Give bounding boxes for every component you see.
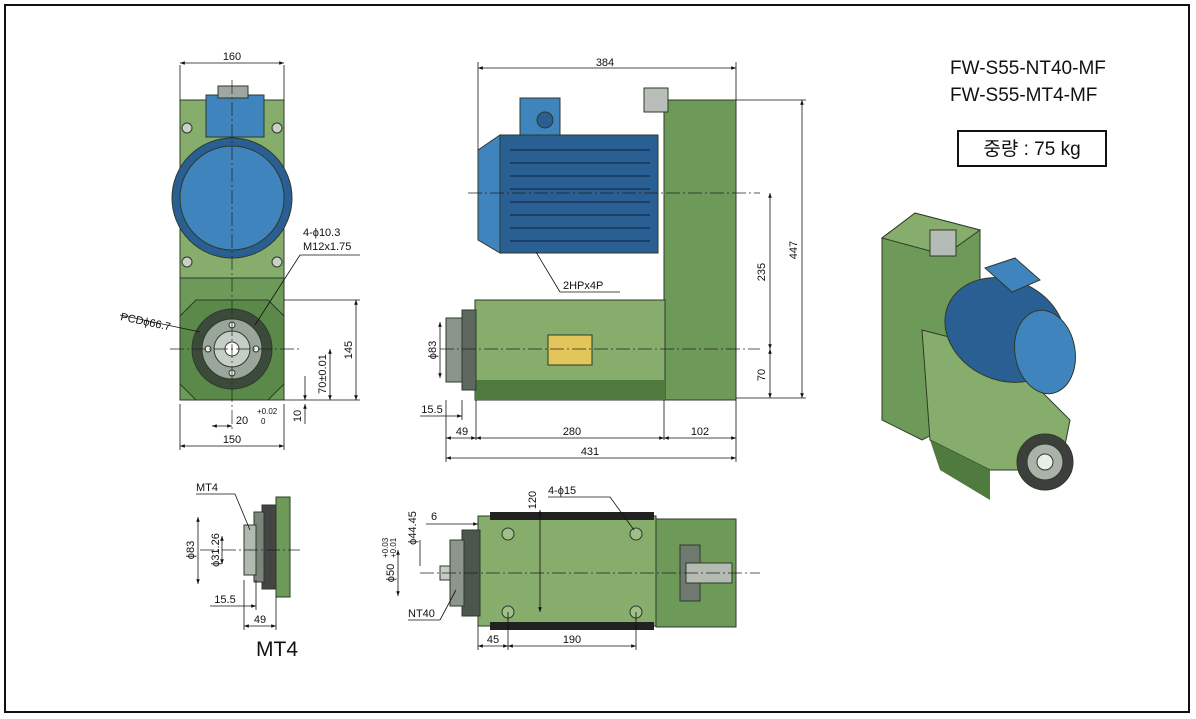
- tol-b: +0.01: [389, 537, 398, 558]
- side-housing: [663, 99, 737, 401]
- motor-label: 2HPx4P: [563, 280, 603, 292]
- mt4-dia-83: ϕ83: [185, 541, 197, 559]
- side-view: 384 447 235 70 2HPx4P ϕ83 15.5 49 280 10…: [420, 57, 806, 462]
- dim-431: 431: [581, 446, 599, 458]
- dim-6: 6: [431, 511, 437, 523]
- isometric-view: [880, 212, 1076, 500]
- motor-bolt: [271, 122, 283, 134]
- dim-15-5: 15.5: [421, 404, 442, 416]
- dim-70-side: 70: [756, 369, 768, 381]
- dim-10: 10: [292, 410, 304, 422]
- top-view: 120 4-ϕ15 6 ϕ44.45 ϕ50 +0.03 +0.01 NT40 …: [381, 485, 760, 650]
- pcd-label: PCDϕ66.7: [119, 311, 171, 333]
- model-name-1: FW-S55-NT40-MF: [950, 58, 1106, 79]
- dim-280: 280: [563, 426, 581, 438]
- tol-a: +0.03: [381, 537, 390, 558]
- cable-gland: [217, 85, 249, 99]
- dim-145: 145: [343, 341, 355, 359]
- dim-235: 235: [756, 263, 768, 281]
- model-name-2: FW-S55-MT4-MF: [950, 85, 1097, 106]
- bolt-note: 4-ϕ10.3: [303, 227, 340, 239]
- dia-50: ϕ50: [385, 564, 397, 582]
- holes-label: 4-ϕ15: [548, 485, 576, 497]
- dim-120: 120: [527, 491, 539, 509]
- nt40-label: NT40: [408, 608, 435, 620]
- junction-box: [205, 94, 265, 138]
- dim-20: 20: [236, 415, 248, 427]
- dim-447: 447: [788, 241, 800, 259]
- mt4-dim-49: 49: [254, 614, 266, 626]
- dia-44-45: ϕ44.45: [407, 511, 419, 545]
- dim-49: 49: [456, 426, 468, 438]
- weight-label: 중량 : 75 kg: [983, 138, 1080, 160]
- tol-zero: 0: [261, 417, 266, 426]
- mt4-view: ϕ83 ϕ31.26 MT4 15.5 49 MT4: [185, 482, 300, 661]
- mt4-caption: MT4: [256, 638, 298, 661]
- front-view: 160 150 145 70±0.01 10 20 +0.02 0 4-ϕ10.…: [119, 51, 360, 450]
- dim-150: 150: [223, 434, 241, 446]
- nameplate: [547, 334, 593, 366]
- dim-45: 45: [487, 634, 499, 646]
- thread-note: M12x1.75: [303, 241, 351, 253]
- dim-190: 190: [563, 634, 581, 646]
- dim-70: 70±0.01: [317, 354, 329, 394]
- dia-83: ϕ83: [427, 341, 439, 359]
- motor-bolt: [181, 122, 193, 134]
- dim-384: 384: [596, 57, 614, 69]
- side-motor-cover: [477, 134, 501, 254]
- mt4-label: MT4: [196, 482, 218, 494]
- mt4-dim-15-5: 15.5: [214, 594, 235, 606]
- side-motor: [499, 134, 659, 254]
- dim-102: 102: [691, 426, 709, 438]
- mt4-dia-31-26: ϕ31.26: [210, 533, 222, 567]
- drawing-frame: [4, 4, 1190, 713]
- dim-160: 160: [223, 51, 241, 63]
- title-block: FW-S55-NT40-MF FW-S55-MT4-MF 중량 : 75 kg: [950, 58, 1107, 167]
- motor-bolt: [181, 256, 193, 268]
- tol-plus: +0.02: [257, 407, 278, 416]
- motor-bolt: [271, 256, 283, 268]
- weight-box: [957, 130, 1107, 167]
